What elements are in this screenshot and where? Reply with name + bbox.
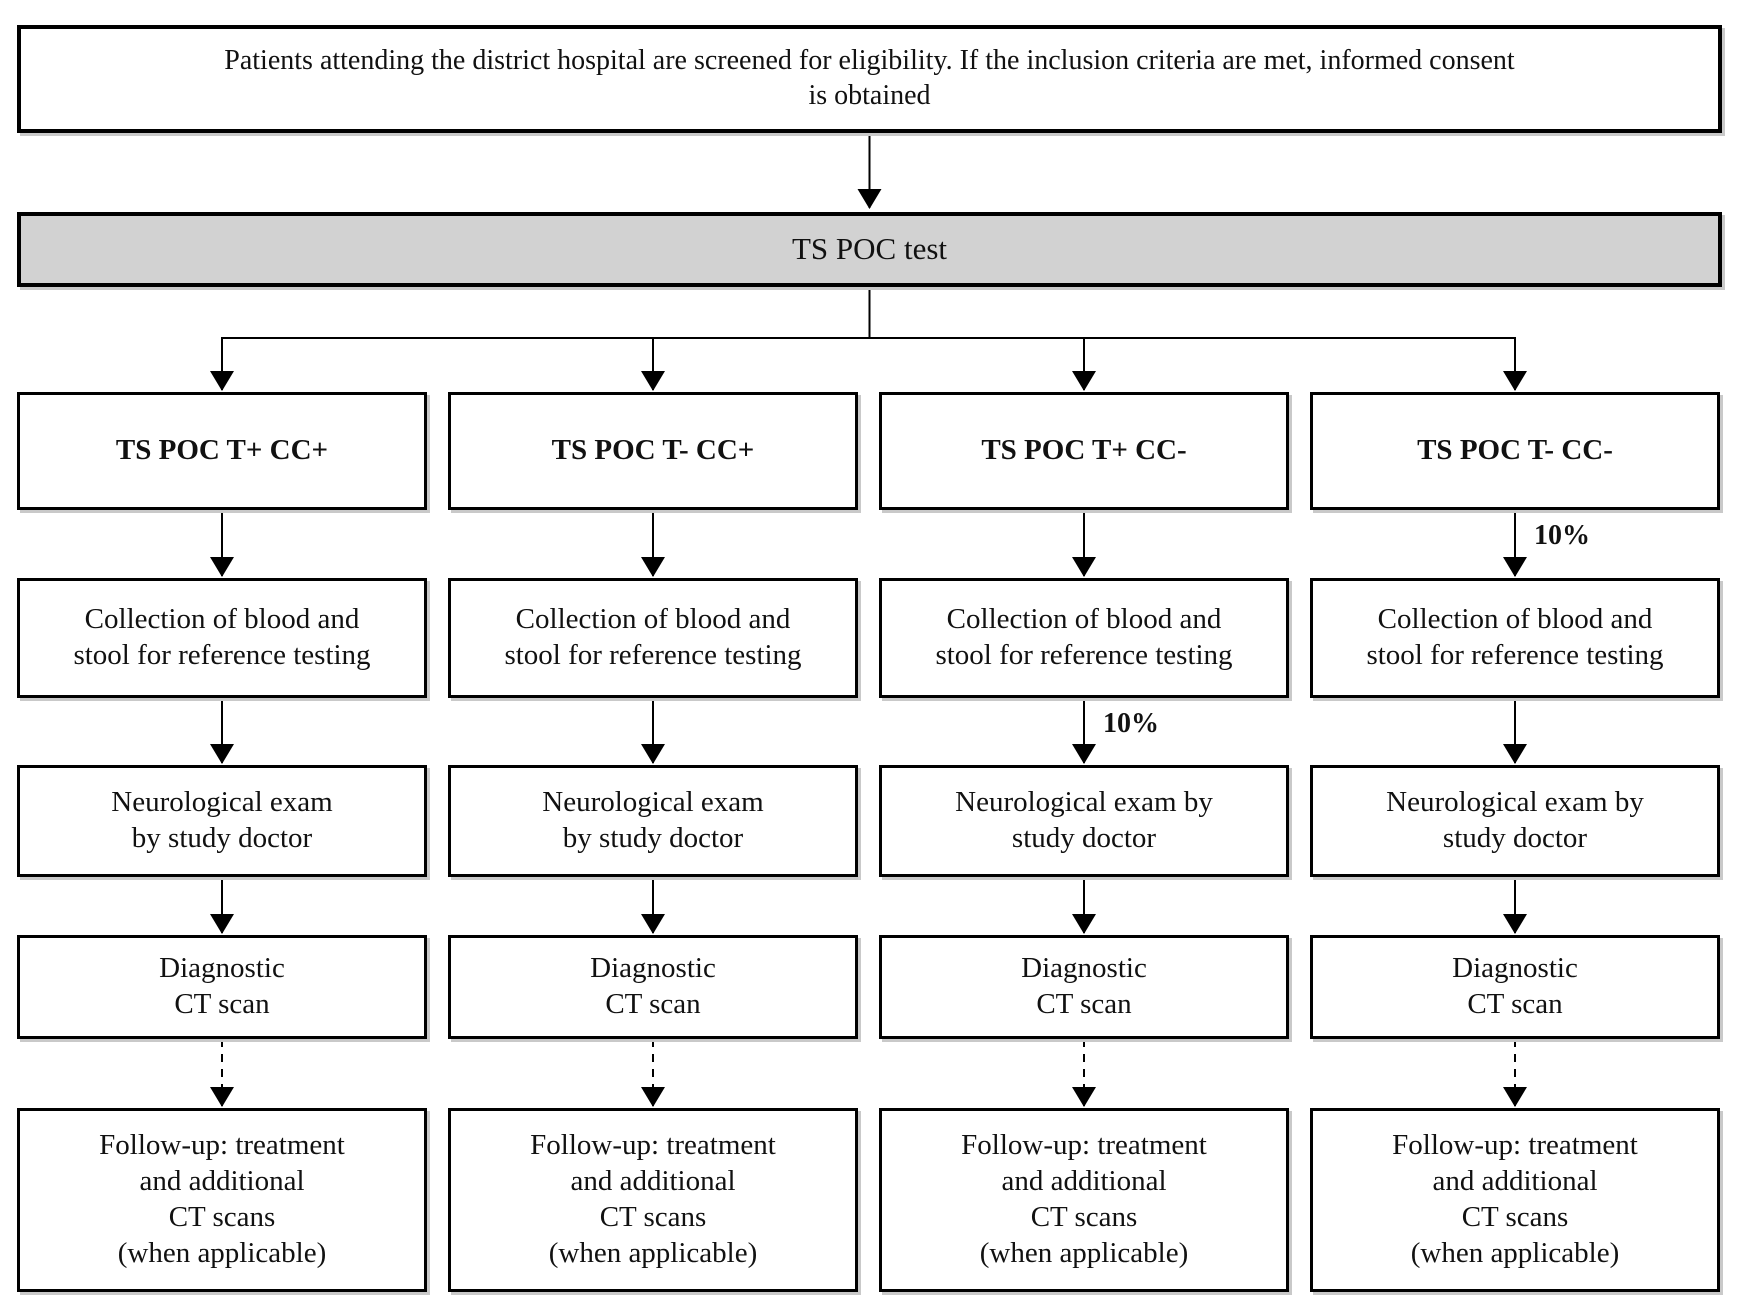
column-ts-poc-t-plus-cc-plus: TS POC T+ CC+ Collection of blood and st… — [17, 0, 427, 1310]
result-header-box: TS POC T+ CC- — [879, 392, 1289, 510]
column-ts-poc-t-plus-cc-minus: TS POC T+ CC- Collection of blood and st… — [879, 0, 1289, 1310]
result-header-box: TS POC T- CC- — [1310, 392, 1720, 510]
result-header-box: TS POC T+ CC+ — [17, 392, 427, 510]
result-header-box: TS POC T- CC+ — [448, 392, 858, 510]
neuro-exam-box: Neurological exam by study doctor — [17, 765, 427, 877]
neuro-exam-box: Neurological exam by study doctor — [879, 765, 1289, 877]
ct-scan-box: Diagnostic CT scan — [879, 935, 1289, 1039]
collection-box: Collection of blood and stool for refere… — [1310, 578, 1720, 698]
follow-up-box: Follow-up: treatment and additional CT s… — [879, 1108, 1289, 1292]
collection-box: Collection of blood and stool for refere… — [448, 578, 858, 698]
sample-fraction-label: 10% — [1534, 520, 1590, 551]
column-ts-poc-t-minus-cc-minus: TS POC T- CC- 10% Collection of blood an… — [1310, 0, 1720, 1310]
ct-scan-box: Diagnostic CT scan — [1310, 935, 1720, 1039]
follow-up-box: Follow-up: treatment and additional CT s… — [17, 1108, 427, 1292]
ct-scan-box: Diagnostic CT scan — [17, 935, 427, 1039]
sample-fraction-label: 10% — [1103, 708, 1159, 739]
screening-box: Patients attending the district hospital… — [17, 25, 1722, 133]
neuro-exam-box: Neurological exam by study doctor — [1310, 765, 1720, 877]
neuro-exam-box: Neurological exam by study doctor — [448, 765, 858, 877]
collection-box: Collection of blood and stool for refere… — [17, 578, 427, 698]
ts-poc-test-box: TS POC test — [17, 212, 1722, 287]
ct-scan-box: Diagnostic CT scan — [448, 935, 858, 1039]
follow-up-box: Follow-up: treatment and additional CT s… — [1310, 1108, 1720, 1292]
collection-box: Collection of blood and stool for refere… — [879, 578, 1289, 698]
follow-up-box: Follow-up: treatment and additional CT s… — [448, 1108, 858, 1292]
column-ts-poc-t-minus-cc-plus: TS POC T- CC+ Collection of blood and st… — [448, 0, 858, 1310]
